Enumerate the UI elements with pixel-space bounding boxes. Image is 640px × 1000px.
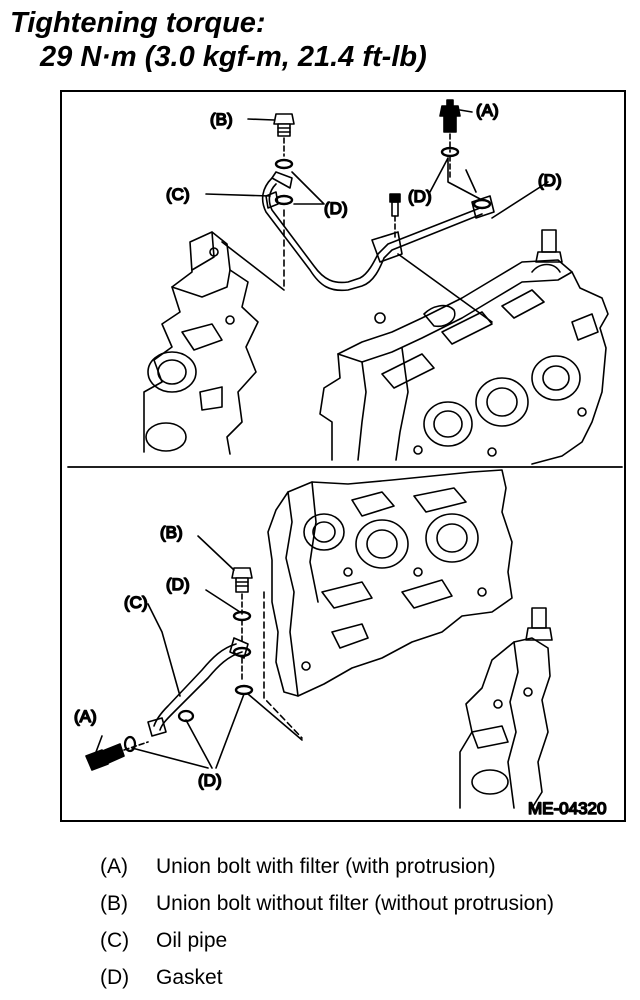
callout-a-lower: (A) xyxy=(74,707,97,726)
lower-gasket-a xyxy=(123,735,137,753)
lower-bolt-a xyxy=(85,735,149,771)
oil-pipe-diagram: (B) (A) (C) (D) (D) (D) (B) (D) (C) (A) … xyxy=(67,99,623,819)
lower-gasket-b-top xyxy=(232,610,252,622)
torque-heading: Tightening torque: 29 N·m (3.0 kgf-m, 21… xyxy=(10,6,427,74)
legend-key-d: (D) xyxy=(100,966,130,989)
parts-legend: (A) Union bolt with filter (with protrusi… xyxy=(100,848,554,996)
legend-item-a: (A) Union bolt with filter (with protrusi… xyxy=(100,848,554,885)
bracket-bolt xyxy=(389,193,401,241)
upper-gasket-b-bottom xyxy=(274,194,294,206)
torque-value: 29 N·m (3.0 kgf-m, 21.4 ft-lb) xyxy=(40,41,427,73)
callout-d-lower-bottom: (D) xyxy=(198,771,222,790)
callout-c-lower: (C) xyxy=(124,593,148,612)
legend-item-d: (D) Gasket xyxy=(100,959,554,996)
legend-key-b: (B) xyxy=(100,892,128,915)
upper-left-component xyxy=(143,231,259,455)
lower-bolt-b xyxy=(231,567,253,615)
callout-d-upper-right: (D) xyxy=(538,171,562,190)
upper-bolt-a xyxy=(439,99,461,153)
lower-cylinder-head xyxy=(267,469,513,697)
lower-oil-pipe xyxy=(147,637,249,737)
lower-view xyxy=(85,469,553,809)
legend-item-b: (B) Union bolt without filter (without pr… xyxy=(100,885,554,922)
lower-right-component xyxy=(459,607,553,809)
diagram-frame: (B) (A) (C) (D) (D) (D) (B) (D) (C) (A) … xyxy=(60,90,626,822)
callout-a-upper: (A) xyxy=(476,101,499,120)
upper-oil-pipe xyxy=(221,171,495,323)
callout-d-lower-top: (D) xyxy=(166,575,190,594)
callout-b-lower: (B) xyxy=(160,523,183,542)
upper-bolt-b xyxy=(273,113,295,157)
upper-cylinder-head xyxy=(319,229,609,465)
legend-text-b: Union bolt without filter (without protr… xyxy=(156,892,555,915)
torque-heading-label: Tightening torque: xyxy=(10,7,266,39)
lower-gasket-right xyxy=(234,684,254,696)
legend-text-a: Union bolt with filter (with protrusion) xyxy=(156,855,496,878)
upper-view xyxy=(143,99,609,465)
legend-key-a: (A) xyxy=(100,855,128,878)
callout-c-upper: (C) xyxy=(166,185,190,204)
upper-gasket-b-top xyxy=(274,158,294,170)
legend-key-c: (C) xyxy=(100,929,130,952)
callout-d-upper-left: (D) xyxy=(324,199,348,218)
lower-gasket-b-bottom xyxy=(232,646,252,658)
legend-item-c: (C) Oil pipe xyxy=(100,922,554,959)
figure-code: ME-04320 xyxy=(528,799,606,818)
callout-d-upper-mid: (D) xyxy=(408,187,432,206)
callout-b-upper: (B) xyxy=(210,110,233,129)
legend-text-d: Gasket xyxy=(156,966,223,989)
legend-text-c: Oil pipe xyxy=(156,929,228,952)
